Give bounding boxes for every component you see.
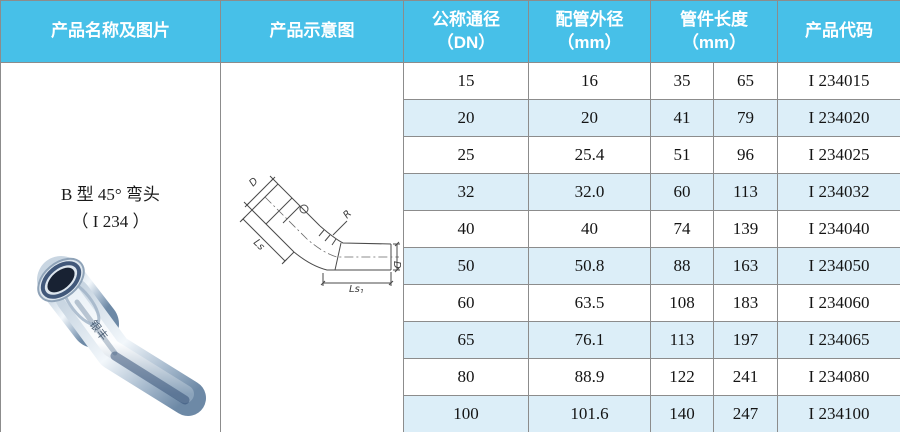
diagram-label-ls1: Ls1	[349, 284, 364, 293]
cell-code: I 234100	[777, 395, 900, 432]
table-row: 100 101.6 140 247 I 234100	[1, 395, 900, 432]
cell-dn: 100	[403, 395, 529, 432]
header-label-line1: 管件长度	[680, 9, 748, 29]
cell-od: 101.6	[528, 395, 651, 432]
product-series-code: （ I 234 ）	[71, 212, 150, 231]
table-row: 25 25.4 51 96 I 234025	[1, 136, 900, 174]
elbow-technical-drawing: D Ls R Ls1 D	[239, 175, 402, 296]
header-label: 产品示意图	[269, 21, 355, 41]
cell-dn: 65	[403, 321, 529, 359]
header-label-line1: 配管外径	[555, 9, 624, 29]
header-product-diagram: 产品示意图	[220, 0, 404, 63]
cell-code: I 234020	[777, 99, 900, 137]
cell-len-b: 163	[713, 247, 778, 285]
cell-od: 40	[528, 210, 651, 248]
header-label-line1: 公称通径	[432, 9, 500, 29]
cell-dn: 50	[403, 247, 529, 285]
cell-len-a: 140	[650, 395, 714, 432]
cell-len-a: 74	[650, 210, 714, 248]
cell-code: I 234040	[777, 210, 900, 248]
table-row: 50 50.8 88 163 I 234050	[1, 247, 900, 285]
header-label-line2: （mm）	[557, 32, 622, 52]
product-diagram: D Ls R Ls1 D	[223, 173, 402, 298]
cell-dn: 25	[403, 136, 529, 174]
table-row: 32 32.0 60 113 I 234032	[1, 173, 900, 211]
cell-od: 50.8	[528, 247, 651, 285]
product-name-image-cell: B 型 45° 弯头 （ I 234 ）	[0, 62, 221, 432]
cell-od: 76.1	[528, 321, 651, 359]
product-name: B 型 45° 弯头	[61, 185, 160, 204]
cell-code: I 234015	[777, 62, 900, 100]
product-photo: 银丰	[11, 240, 211, 430]
header-pipe-outer-diameter: 配管外径 （mm）	[528, 0, 651, 63]
cell-dn: 32	[403, 173, 529, 211]
cell-code: I 234065	[777, 321, 900, 359]
cell-len-a: 35	[650, 62, 714, 100]
cell-len-a: 122	[650, 358, 714, 396]
header-label: 产品名称及图片	[51, 21, 170, 41]
cell-len-b: 247	[713, 395, 778, 432]
cell-od: 63.5	[528, 284, 651, 322]
cell-len-b: 65	[713, 62, 778, 100]
cell-len-b: 79	[713, 99, 778, 137]
cell-len-a: 88	[650, 247, 714, 285]
cell-code: I 234080	[777, 358, 900, 396]
cell-len-b: 183	[713, 284, 778, 322]
cell-len-b: 96	[713, 136, 778, 174]
cell-len-b: 197	[713, 321, 778, 359]
table-row: 20 20 41 79 I 234020	[1, 99, 900, 137]
cell-code: I 234060	[777, 284, 900, 322]
cell-len-a: 60	[650, 173, 714, 211]
header-label-line2: （DN）	[436, 32, 496, 52]
cell-dn: 40	[403, 210, 529, 248]
cell-len-b: 113	[713, 173, 778, 211]
header-product-name-image: 产品名称及图片	[0, 0, 221, 63]
cell-code: I 234032	[777, 173, 900, 211]
table-row: B 型 45° 弯头 （ I 234 ）	[0, 62, 900, 432]
product-name-block: B 型 45° 弯头 （ I 234 ）	[1, 181, 220, 235]
cell-len-a: 51	[650, 136, 714, 174]
cell-len-a: 41	[650, 99, 714, 137]
diagram-label-d-top: D	[247, 176, 260, 189]
header-label: 产品代码	[805, 21, 873, 41]
table-row: 40 40 74 139 I 234040	[1, 210, 900, 248]
table-row: 65 76.1 113 197 I 234065	[1, 321, 900, 359]
cell-dn: 60	[403, 284, 529, 322]
cell-len-a: 113	[650, 321, 714, 359]
diagram-label-r: R	[341, 208, 354, 221]
cell-dn: 20	[403, 99, 529, 137]
header-row: 产品名称及图片 产品示意图 公称通径 （DN） 配管外径 （mm） 管件长度 （…	[0, 0, 900, 63]
header-fitting-length: 管件长度 （mm）	[650, 0, 778, 63]
header-nominal-diameter: 公称通径 （DN）	[403, 0, 529, 63]
cell-code: I 234050	[777, 247, 900, 285]
cell-od: 88.9	[528, 358, 651, 396]
cell-od: 20	[528, 99, 651, 137]
table-row: 80 88.9 122 241 I 234080	[1, 358, 900, 396]
diagram-label-d-right: D	[391, 261, 401, 269]
header-product-code: 产品代码	[777, 0, 900, 63]
header-label-line2: （mm）	[681, 32, 747, 52]
product-diagram-cell: D Ls R Ls1 D	[220, 62, 404, 432]
elbow-photo-illustration: 银丰	[37, 256, 206, 416]
cell-od: 32.0	[528, 173, 651, 211]
cell-od: 25.4	[528, 136, 651, 174]
cell-code: I 234025	[777, 136, 900, 174]
cell-len-b: 139	[713, 210, 778, 248]
cell-len-a: 108	[650, 284, 714, 322]
cell-od: 16	[528, 62, 651, 100]
cell-len-b: 241	[713, 358, 778, 396]
cell-dn: 80	[403, 358, 529, 396]
cell-dn: 15	[403, 62, 529, 100]
